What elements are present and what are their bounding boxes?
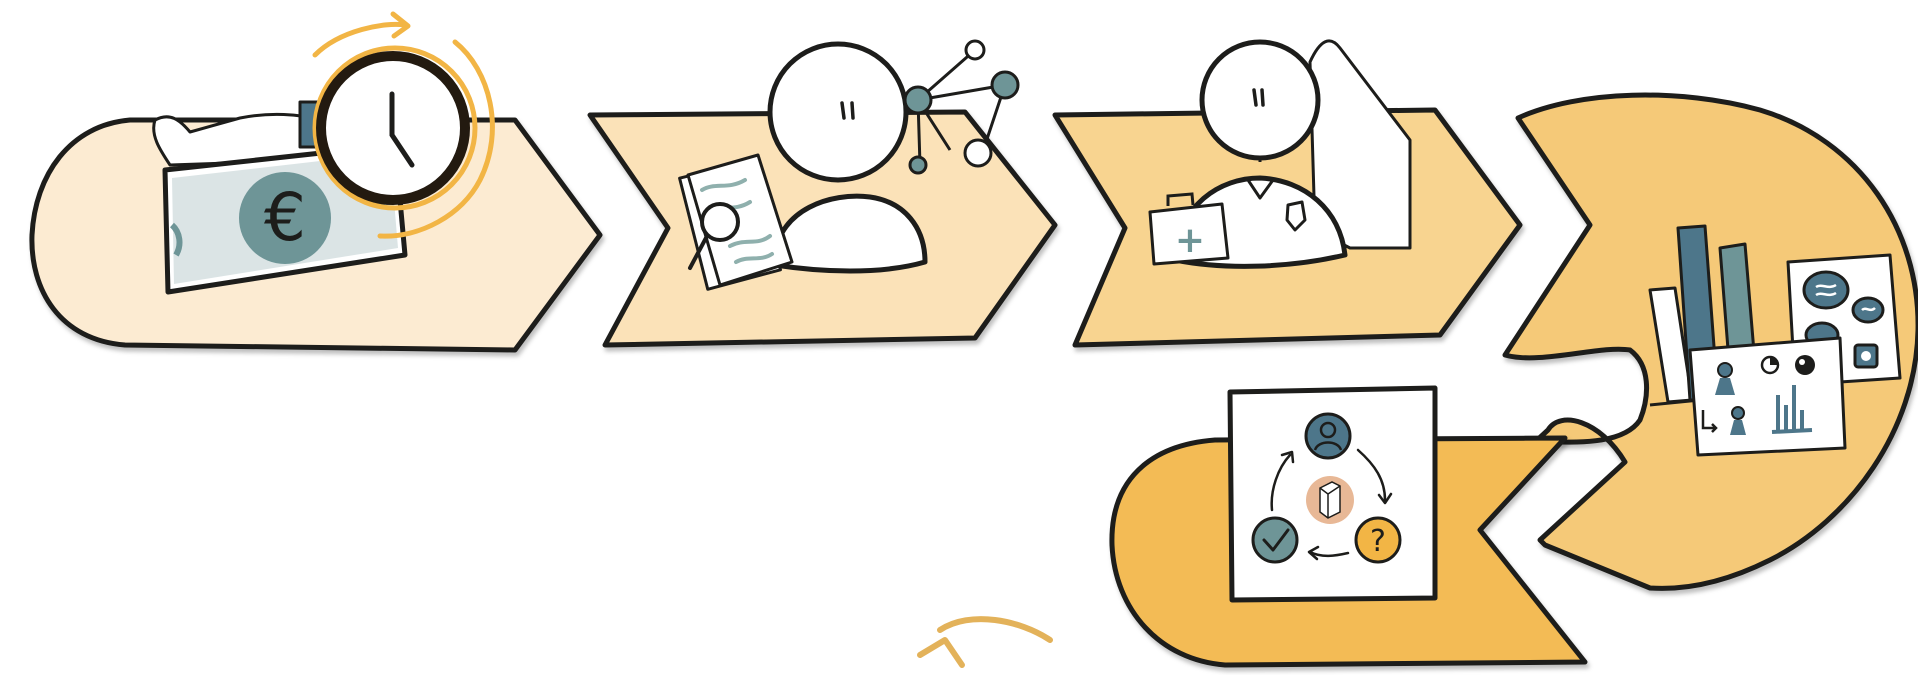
first-aid-plus: +: [1175, 220, 1205, 261]
question-icon: ?: [1356, 518, 1400, 562]
package-icon: [1306, 476, 1354, 524]
dashboard-board-icon: [1690, 338, 1845, 455]
step-3: +: [1055, 41, 1520, 345]
euro-symbol: €: [264, 179, 306, 256]
step-4: [1505, 95, 1918, 588]
question-symbol: ?: [1370, 524, 1386, 559]
loop-arrow-fragment: [920, 619, 1050, 665]
cycle-card: ?: [1230, 388, 1435, 600]
step-5: ?: [1112, 388, 1585, 665]
check-icon: [1253, 518, 1297, 562]
step-1: €: [32, 14, 600, 350]
user-icon: [1306, 414, 1350, 458]
step-2: [590, 41, 1055, 345]
